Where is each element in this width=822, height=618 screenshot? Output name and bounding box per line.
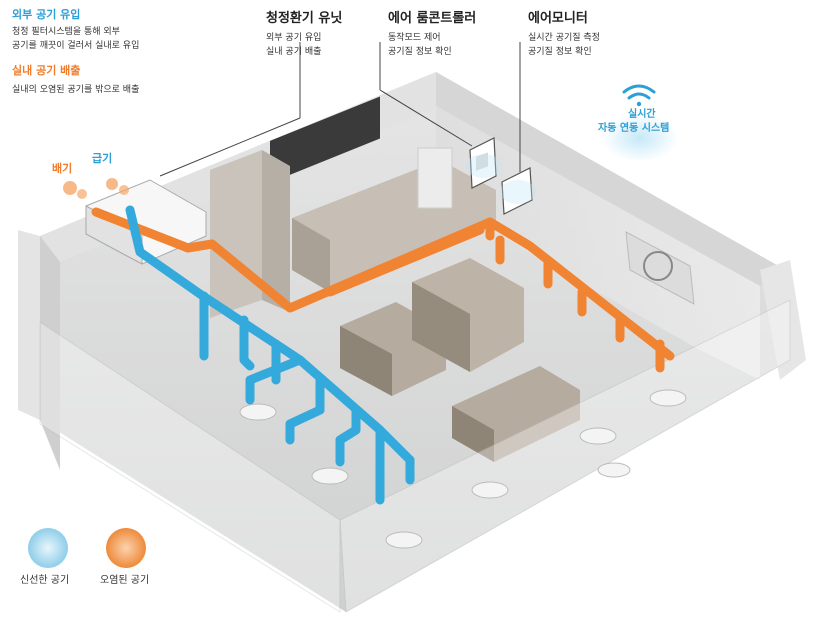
monitor-line2: 공기질 정보 확인 [528,47,592,57]
front-glass-left [39,321,341,613]
back-right-wall [436,72,782,286]
front-glass-right [339,299,791,613]
intake-desc-2: 공기를 깨끗이 걸러서 실내로 유입 [12,41,140,51]
controller-line1: 동작모드 제어 [388,33,441,43]
exhaust-label: 배기 [52,162,73,175]
table [597,462,631,478]
kitchen-wall [210,150,262,318]
legend-fresh: 신선한 공기 [20,575,70,586]
monitor-icon [500,167,536,215]
table [649,389,687,407]
system-line2: 자동 연동 시스템 [598,123,670,134]
supply-label: 급기 [92,152,113,165]
table [385,531,423,549]
menu-board [270,96,380,183]
fresh-air-swatch [28,528,68,568]
supply-duct [125,205,415,505]
wall-emblem [625,231,695,305]
unit-title: 청정환기 유닛 [266,11,343,26]
table [311,467,349,485]
left-wall [40,236,60,470]
monitor-line1: 실시간 공기질 측정 [528,33,600,43]
exhaust-duct [91,207,675,373]
table [579,427,617,445]
unit-line1: 외부 공기 유입 [266,33,322,43]
intake-desc-1: 청정 필터시스템을 통해 외부 [12,27,120,37]
table [471,481,509,499]
right-wall [760,260,806,380]
intake-title: 외부 공기 유입 [12,8,81,21]
monitor-title: 에어모니터 [528,11,588,26]
controller-title: 에어 룸콘트롤러 [388,11,477,26]
system-glow [602,114,678,162]
controller-icon [466,137,502,189]
exhaust-title: 실내 공기 배출 [12,64,81,77]
unit-line2: 실내 공기 배출 [266,47,322,57]
wifi-icon [622,84,656,107]
polluted-air-swatch [106,528,146,568]
exhaust-desc: 실내의 오염된 공기를 밖으로 배출 [12,85,140,95]
legend-polluted: 오염된 공기 [100,575,150,586]
table [239,403,277,421]
system-line1: 실시간 [628,109,656,120]
fridge [417,147,453,209]
controller-line2: 공기질 정보 확인 [388,47,452,57]
